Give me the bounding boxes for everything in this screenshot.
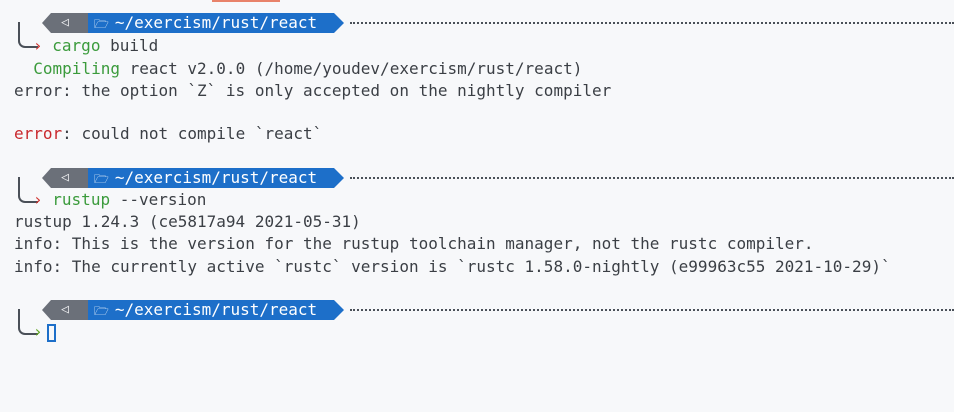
output-version: rustup 1.24.3 (ce5817a94 2021-05-31) [14,212,361,231]
prompt-line-2: ◁ 🗁 ~/exercism/rust/react [14,167,954,203]
path-segment: 🗁 ~/exercism/rust/react [88,168,344,188]
output-error-2: error: could not compile `react` [14,123,322,145]
prompt-line-1: ◁ 🗁 ~/exercism/rust/react [14,12,954,48]
compiling-rest: react v2.0.0 (/home/youdev/exercism/rust… [119,59,583,78]
os-icon: ◁ [61,15,69,30]
input-line[interactable]: › [33,321,56,343]
folder-icon: 🗁 [94,172,109,186]
path-text: ~/exercism/rust/react [114,300,318,319]
prompt-corner [18,177,38,203]
error-label: error [14,124,63,143]
path-text: ~/exercism/rust/react [114,168,318,187]
command-args: --version [110,190,207,209]
prompt-line-3: ◁ 🗁 ~/exercism/rust/react [14,299,954,335]
output-compiling: Compiling react v2.0.0 (/home/youdev/exe… [14,58,582,80]
os-segment: ◁ [42,13,88,33]
prompt-filler-dots [350,22,954,24]
compiling-word: Compiling [33,59,120,78]
chevron-icon: › [33,36,43,55]
error-rest: : could not compile `react` [62,124,323,143]
text-cursor[interactable] [46,323,56,342]
command-line-2: › rustup --version [33,189,206,211]
folder-icon: 🗁 [94,304,109,318]
path-segment: 🗁 ~/exercism/rust/react [88,300,344,320]
command-args: build [100,36,159,55]
prompt-filler-dots [350,309,954,311]
os-segment: ◁ [42,300,88,320]
os-icon: ◁ [61,302,69,317]
prompt-corner [18,309,38,335]
os-segment: ◁ [42,168,88,188]
output-info-2: info: The currently active `rustc` versi… [14,257,891,276]
prompt-corner [18,22,38,48]
prompt-filler-dots [350,177,954,179]
path-text: ~/exercism/rust/react [114,13,318,32]
command-name: rustup [52,190,111,209]
os-icon: ◁ [61,170,69,185]
top-accent-line [212,0,280,2]
command-line-1: › cargo build [33,35,158,57]
output-info-1: info: This is the version for the rustup… [14,234,814,253]
output-error-1: error: the option `Z` is only accepted o… [14,81,612,100]
folder-icon: 🗁 [94,17,109,31]
chevron-icon: › [33,322,43,341]
chevron-icon: › [33,190,43,209]
command-name: cargo [52,36,101,55]
path-segment: 🗁 ~/exercism/rust/react [88,13,344,33]
